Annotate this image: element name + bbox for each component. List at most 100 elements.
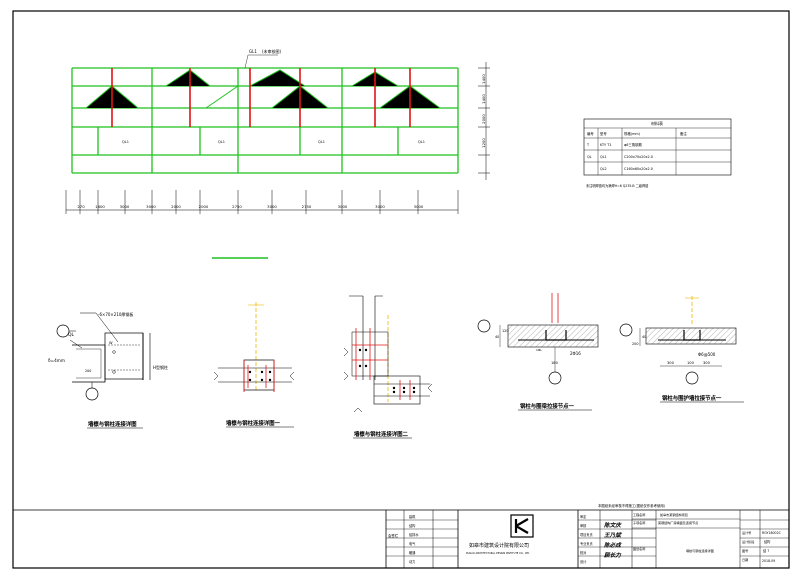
- meta-label: 设计阶段: [742, 539, 754, 544]
- panel-label: QL1: [218, 140, 225, 144]
- schedule-cell: QL2: [600, 167, 607, 171]
- detail2-caption: 墙檩与钢柱连接详图一: [226, 419, 281, 427]
- bottom-dimension: 3000: [146, 204, 156, 209]
- item-label: 子项名称: [633, 520, 645, 525]
- panel-label: QL1: [318, 140, 325, 144]
- dim-label: 200: [85, 369, 91, 373]
- right-dimension: 1200: [481, 138, 486, 148]
- bottom-dimension: 3000: [414, 204, 424, 209]
- schedule-cell: T: [586, 143, 590, 147]
- right-dimension: 1400: [481, 74, 486, 84]
- signature: 王乃斌: [604, 532, 622, 539]
- date-value: 2018.09: [762, 559, 775, 563]
- schedule-cell: QL1: [600, 155, 607, 159]
- schedule-title: 材料表: [651, 120, 663, 126]
- thickness-label: δ=4mm: [48, 358, 65, 363]
- project-value: 如皋市某钢结构项目: [660, 512, 688, 517]
- w-label: W: [109, 341, 113, 345]
- company-name-en: RUGAO ARCHITECTURAL DESIGN INSTITUTE CO.…: [466, 552, 530, 555]
- brace-label: 柱撑: [288, 96, 294, 101]
- detail-girt-column-connection-1: 墙檩与钢柱连接详图一: [213, 302, 295, 428]
- signature: 顾长力: [603, 552, 622, 559]
- discipline-label: 动力: [409, 559, 415, 564]
- wall-girt-elevation: GL1 (未审核图) QL1 QL1 QL1 QL1 柱撑 柱撑: [65, 48, 490, 214]
- right-dimension: 2000: [481, 114, 486, 124]
- schedule-note: 未注明焊缝均为满焊H=6 Q235-B 二级焊缝: [586, 183, 649, 188]
- bottom-dimension: 3000: [267, 204, 277, 209]
- stage-value: 结构: [764, 539, 770, 544]
- discipline-label: 暖通: [409, 550, 416, 555]
- right-dimension: 1400: [481, 94, 486, 104]
- bottom-dimension: 2000: [199, 204, 209, 209]
- schedule-header: 型号: [600, 131, 607, 136]
- schedule-cell: C200x70x20x2.0: [624, 155, 653, 159]
- elevation-tag: GL1: [249, 49, 257, 54]
- d5-bottom-dim: 300: [703, 361, 711, 365]
- schedule-header: 规格(mm): [624, 131, 641, 136]
- brace-label: 柱撑: [120, 96, 126, 101]
- d4-bar-label: 2Φ16: [570, 351, 581, 356]
- plate-label: -6×70×210厚钢板: [98, 311, 133, 317]
- bottom-dimension: 2750: [232, 204, 242, 209]
- d4-bottom-dim: 180: [551, 361, 559, 365]
- detail-girt-column-connection: -6×70×210厚钢板 QL δ=4mm W H型钢柱 200 墙檩与钢柱连接…: [48, 311, 168, 429]
- bottom-dimension: 2750: [302, 204, 312, 209]
- discipline-label: 结构: [409, 523, 415, 528]
- detail1-caption: 墙檩与钢柱连接详图: [88, 420, 137, 428]
- schedule-cell: φ6三角钢筋: [624, 142, 643, 147]
- company-name-cn: 如皋市建筑设计院有限公司: [469, 542, 529, 549]
- role-label: 设计: [580, 559, 587, 564]
- drawing-label: 图纸名称: [633, 546, 645, 551]
- elevation-tag-note: (未审核图): [262, 48, 282, 54]
- design-no: RGY18002C: [762, 531, 782, 535]
- d5-bar-label: Φ6@500: [698, 352, 716, 357]
- stamp-label: 会签栏: [388, 533, 399, 538]
- schedule-header: 编号: [587, 131, 594, 136]
- project-label: 工程名称: [633, 512, 645, 517]
- h-column-label: H型钢柱: [153, 364, 168, 370]
- detail5-caption: 钢柱与围护墙拉接节点一: [662, 394, 722, 402]
- meta-label: 日期: [742, 557, 748, 562]
- title-block: 本图纸未经审核不得施工(图纸仅作参考使用) 会签栏 建筑结构给排水电气暖通动力 …: [13, 503, 789, 568]
- discipline-label: 建筑: [409, 514, 416, 519]
- d5-left-dim: 200: [632, 342, 638, 346]
- sheet-no: 结 7: [763, 548, 769, 553]
- d4-left-dim: 120: [502, 329, 508, 333]
- role-label: 审定: [580, 514, 587, 519]
- bottom-dimension: 1600: [95, 204, 105, 209]
- role-label: 项目负责: [580, 532, 593, 537]
- bottom-dimension: 2000: [171, 204, 181, 209]
- role-label: 校对: [580, 550, 587, 555]
- sheet-border: [12, 10, 790, 569]
- discipline-label: 电气: [409, 541, 416, 546]
- schedule-cell: QL: [587, 155, 592, 159]
- panel-label: QL1: [122, 140, 129, 144]
- d4-left-dim: 40: [495, 335, 499, 339]
- top-banner: 本图纸未经审核不得施工(图纸仅作参考使用): [598, 503, 666, 508]
- d5-bottom-dim: 100: [687, 361, 695, 365]
- drawing-value: 墙檩与钢柱连接详图: [686, 548, 714, 553]
- bottom-dimension: 3000: [375, 204, 385, 209]
- signature: 陈文庆: [604, 522, 622, 529]
- detail-girt-column-connection-2: 墙檩与钢柱连接详图二: [343, 295, 433, 439]
- detail-column-ringbeam-tie: 40 120 180 2Φ16 1ΦL 钢柱与圈梁拉接节点一: [477, 293, 599, 411]
- role-label: 专业负责: [580, 541, 593, 546]
- discipline-label: 给排水: [409, 532, 419, 537]
- detail4-caption: 钢柱与圈梁拉接节点一: [520, 402, 575, 410]
- d5-bottom-dim: 300: [667, 361, 675, 365]
- bottom-dimension: 3000: [338, 204, 348, 209]
- d4-flange-label: 1ΦL: [536, 348, 542, 352]
- item-value: 某钢结构厂房墙面及连接节点: [658, 520, 698, 525]
- d5-left-dim: 40: [642, 335, 646, 339]
- schedule-cell: C160x60x20x2.0: [624, 167, 653, 171]
- role-label: 审核: [580, 523, 587, 528]
- detail3-caption: 墙檩与钢柱连接详图二: [354, 430, 409, 438]
- meta-label: 设计号: [742, 530, 751, 535]
- schedule-cell: KTY T1: [600, 143, 611, 147]
- detail-column-wall-tie: 200 40 Φ6@500 300 100 300 钢柱与围护墙拉接节点一: [619, 296, 744, 403]
- bottom-dimension: 270: [77, 204, 85, 209]
- bottom-dimension: 3000: [120, 204, 130, 209]
- meta-label: 图号: [742, 548, 748, 553]
